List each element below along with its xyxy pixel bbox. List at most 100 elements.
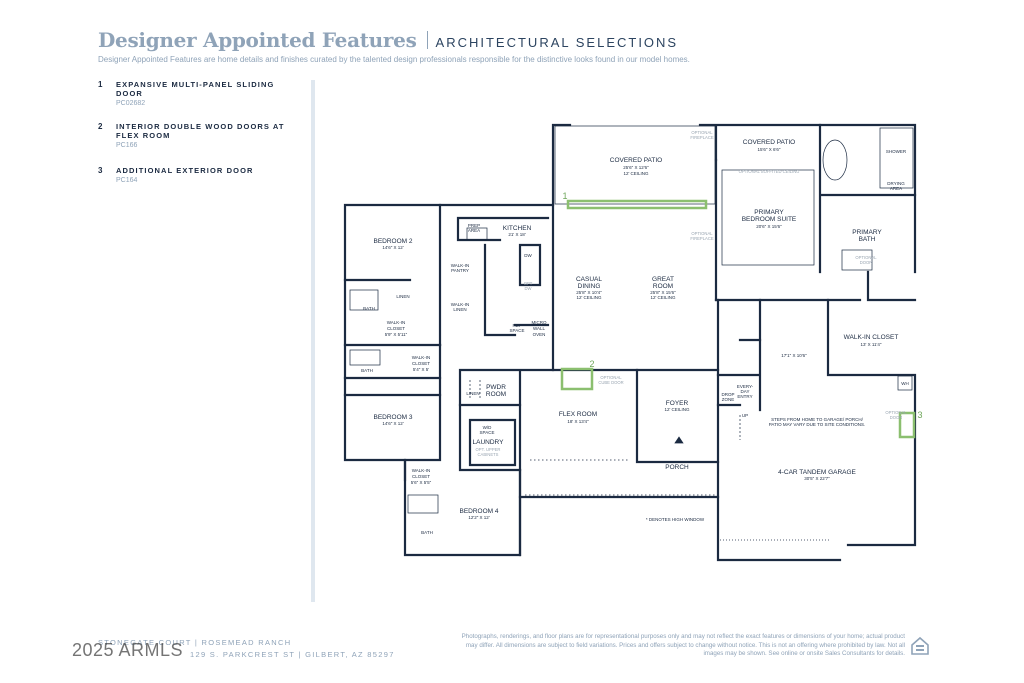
casual-dining-ceiling: 12' CEILING [576,295,602,300]
feature-number: 2 [98,122,103,131]
wic3-label: WALK-IN [412,468,431,473]
linen-walkin-label-2: LINEN [453,307,466,312]
pantry-label: WALK-IN [451,263,470,268]
feature-item-3: 3 ADDITIONAL EXTERIOR DOOR PC164 [98,166,298,184]
garage-space-size: 17'1" X 10'6" [781,353,807,358]
micro-label-3: OVEN [533,332,546,337]
steps-note: STEPS FROM HOME TO GARAGE/ PORCH/ [771,417,864,422]
primary-suite-label-2: BEDROOM SUITE [742,216,797,223]
ref-label-2: SPACE [510,328,525,333]
header-divider [426,31,428,49]
optional-door-note: OPTIONAL [855,255,877,260]
drop-label: DROP [721,392,734,397]
ext-door-note-2: DOOR [890,415,903,420]
feature-title: ADDITIONAL EXTERIOR DOOR [116,166,254,175]
drying-label-2: AREA [890,186,902,191]
feature-title: INTERIOR DOUBLE WOOD DOORS AT FLEX ROOM [116,122,285,140]
feature-number: 1 [98,80,103,89]
drop-label-2: ZONE [722,397,735,402]
great-room-label-2: ROOM [653,283,673,290]
micro-label-2: WALL [533,326,546,331]
bedroom4-size: 12'2" X 12' [468,515,489,520]
wic1-size: 5'9" X 5'11" [385,332,408,337]
fireplace-note-b-2: FIREPLACE [690,236,713,241]
feature-item-2: 2 INTERIOR DOUBLE WOOD DOORS AT FLEX ROO… [98,122,298,149]
casual-dining-label: CASUAL [576,276,602,283]
bedroom3-size: 14'6" X 12' [382,421,403,426]
opt-dw-label: OPT [524,281,533,286]
bath-label-3: BATH [421,530,433,535]
opt-dw-label-2: DW [525,286,532,291]
street-address: 129 S. PARKCREST ST | GILBERT, AZ 85297 [190,650,395,659]
cube-door-note-2: CUBE DOOR [598,380,623,385]
bedroom2-size: 14'6" X 12' [382,245,403,250]
casual-dining-label-2: DINING [578,283,601,290]
feature-number: 3 [98,166,103,175]
ref-label: REF [513,323,522,328]
shower-label: SHOWER [886,149,907,154]
wic1-label: WALK-IN [387,320,406,325]
community-name: STONEGATE COURT | ROSEMEAD RANCH [98,638,292,647]
plan-fixtures [349,125,914,541]
primary-suite-label: PRIMARY [754,209,784,216]
upper-cab-note: OPT. UPPER [476,447,501,452]
great-room-size: 25'8" X 15'6" [650,290,676,295]
linen-label-2: LINEN [466,391,479,396]
footer-address: STONEGATE COURT | ROSEMEAD RANCH 129 S. … [98,637,395,661]
wic1-label-2: CLOSET [387,326,405,331]
bath-label-1: BATH [363,306,375,311]
upper-cab-note-2: CABINETS [478,452,499,457]
feature-title: EXPANSIVE MULTI-PANEL SLIDING DOOR [116,80,275,98]
wd-label: W/D [483,425,492,430]
bedroom4-label: BEDROOM 4 [459,508,498,515]
divider-line [311,80,315,602]
dw-label: DW [524,253,532,258]
room-labels: COVERED PATIO 25'6" X 12'6" 12' CEILING … [361,130,909,535]
prep-label: PREP [468,223,480,228]
primary-wic-label: WALK-IN CLOSET [844,334,899,341]
primary-bath-label-2: BATH [859,236,876,243]
laundry-label: LAUNDRY [473,439,505,446]
covered-patio-label: COVERED PATIO [610,157,663,164]
flex-room-size: 18' X 13'4" [567,419,589,424]
covered-patio-size: 25'6" X 12'6" [623,165,649,170]
wh-label: WH [901,381,909,386]
floor-plan: 1 2 3 COVERED PATIO 25'6" X 12'6" 12' CE… [343,123,923,562]
feature-code: PC164 [116,177,138,184]
garage-size: 30'5" X 22'7" [804,476,830,481]
bedroom3-label: BEDROOM 3 [373,414,412,421]
soffit-note: OPTIONAL SOFFITED CEILING [739,169,800,174]
marker-number-1: 1 [562,191,567,201]
great-room-ceiling: 12' CEILING [650,295,676,300]
covered-patio-2-label: COVERED PATIO [743,139,796,146]
marker-number-2: 2 [589,359,594,369]
page-subtitle: ARCHITECTURAL SELECTIONS [435,35,679,50]
wic2-label: WALK-IN [412,355,431,360]
cube-door-note: OPTIONAL [600,375,622,380]
disclaimer: Photographs, renderings, and floor plans… [461,633,905,657]
prep-label-2: AREA [468,228,480,233]
wic2-label-2: CLOSET [412,361,430,366]
pwdr-label: PWDR [486,384,506,391]
covered-patio-2-size: 15'6" X 6'6" [758,147,781,152]
micro-label: MICRO [532,320,547,325]
watermark: 2025 ARMLS [72,640,184,660]
foyer-label: FOYER [666,400,689,407]
feature-code: PC02682 [116,100,146,107]
feature-item-1: 1 EXPANSIVE MULTI-PANEL SLIDING DOOR PC0… [98,80,298,107]
marker-sliding-door [566,199,708,210]
kitchen-size: 21' X 18' [508,232,525,237]
great-room-label: GREAT [652,276,674,283]
fireplace-note-2: FIREPLACE [690,135,713,140]
primary-suite-size: 20'6" X 15'6" [756,224,782,229]
flex-room-label: FLEX ROOM [559,411,597,418]
primary-bath-label: PRIMARY [852,229,882,236]
everyday-label: EVERY- [737,384,754,389]
fireplace-note-b: OPTIONAL [691,231,713,236]
kitchen-label: KITCHEN [503,225,532,232]
up-label: UP [742,413,748,418]
highlight-markers [560,199,916,439]
ext-door-note: OPTIONAL [885,410,907,415]
bedroom2-label: BEDROOM 2 [373,238,412,245]
